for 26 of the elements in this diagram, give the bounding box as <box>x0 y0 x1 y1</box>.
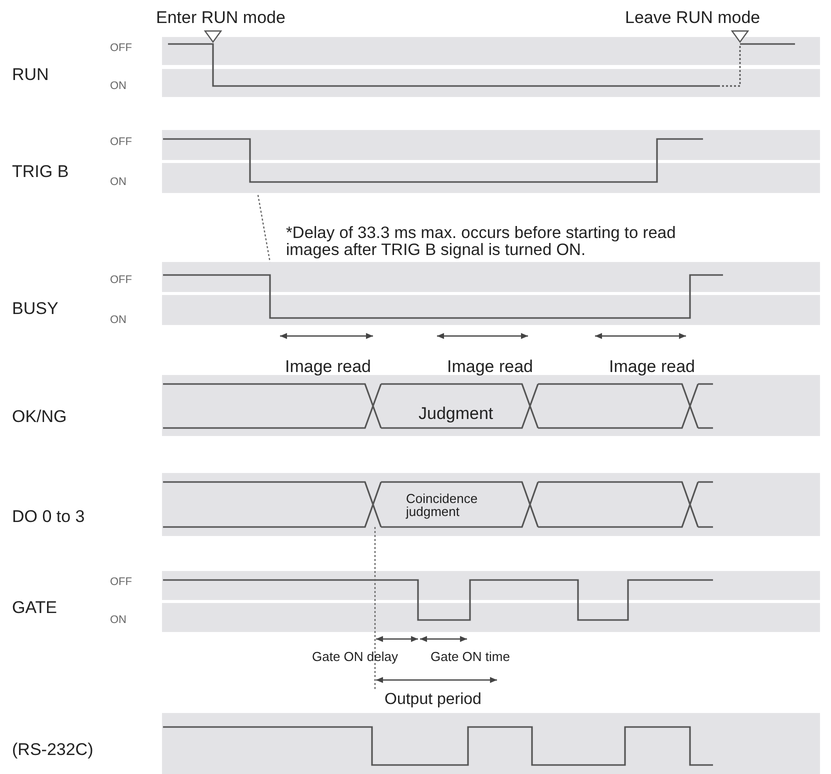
signal-name: DO 0 to 3 <box>12 508 85 526</box>
event-label: Leave RUN mode <box>625 8 760 28</box>
level-label: OFF <box>110 576 132 588</box>
signal-name: RUN <box>12 66 49 84</box>
level-label: ON <box>110 314 126 326</box>
event-label: Enter RUN mode <box>156 8 286 28</box>
timing-label: Gate ON time <box>430 650 510 664</box>
level-label: ON <box>110 80 126 92</box>
signal-name: OK/NG <box>12 408 67 426</box>
state-label: Coincidence judgment <box>406 492 479 518</box>
interval-label: Image read <box>609 358 695 376</box>
signal-name: GATE <box>12 598 58 618</box>
state-label: Judgment <box>418 404 494 424</box>
level-label: OFF <box>110 274 132 286</box>
signal-name: BUSY <box>12 300 58 318</box>
signal-name: TRIG B <box>12 162 69 182</box>
level-label: ON <box>110 614 126 626</box>
timing-label: Gate ON delay <box>312 650 398 664</box>
footnote: *Delay of 33.3 ms max. occurs before starting to read images after TRIG B signal is turned ON. <box>286 224 677 260</box>
timing-label: Output period <box>384 691 482 709</box>
level-label: OFF <box>110 136 132 148</box>
signal-name: (RS-232C) <box>12 740 94 760</box>
level-label: ON <box>110 176 126 188</box>
level-label: OFF <box>110 42 132 54</box>
interval-label: Image read <box>447 358 533 376</box>
interval-label: Image read <box>285 358 371 376</box>
